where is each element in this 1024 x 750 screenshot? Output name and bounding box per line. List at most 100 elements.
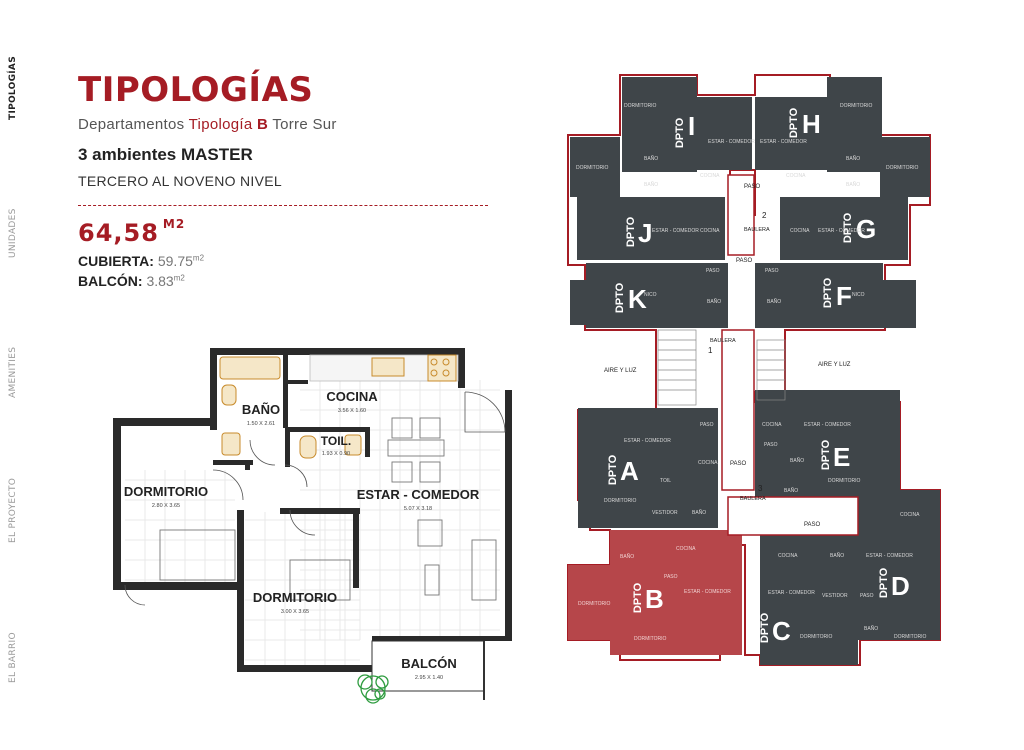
door-swings bbox=[124, 391, 506, 606]
dpto-d-letter: D bbox=[891, 571, 910, 601]
unit-k bbox=[586, 263, 728, 328]
unit-f-side bbox=[883, 280, 916, 328]
dpto-k-letter: K bbox=[628, 284, 647, 314]
dpto-h-prefix: DPTO bbox=[788, 107, 800, 138]
unit-i-block-1 bbox=[622, 77, 697, 172]
svg-text:DORMITORIO: DORMITORIO bbox=[634, 636, 667, 642]
unit-k-side bbox=[570, 280, 586, 325]
ambientes-heading: 3 ambientes MASTER bbox=[78, 145, 253, 164]
room-balcon-dims: 2.95 X 1.40 bbox=[415, 675, 443, 681]
svg-text:COCINA: COCINA bbox=[790, 228, 810, 234]
svg-text:BAÑO: BAÑO bbox=[790, 457, 804, 464]
total-area-unit: M2 bbox=[162, 217, 186, 231]
svg-text:PASO: PASO bbox=[700, 422, 714, 428]
svg-text:COCINA: COCINA bbox=[700, 173, 720, 179]
svg-text:ESTAR - COMEDOR: ESTAR - COMEDOR bbox=[866, 553, 913, 559]
unit-g bbox=[780, 197, 908, 260]
svg-text:BAÑO: BAÑO bbox=[864, 625, 878, 632]
svg-text:DORMITORIO: DORMITORIO bbox=[576, 165, 609, 171]
balcon-value: 3.83 bbox=[146, 273, 174, 289]
common-area-labels: PASO PASO PASO PASO AIRE Y LUZ AIRE Y LU… bbox=[604, 184, 851, 528]
svg-text:ESTAR - COMEDOR: ESTAR - COMEDOR bbox=[684, 589, 731, 595]
cubierta-area: CUBIERTA: 59.75m2 bbox=[78, 253, 204, 269]
svg-text:VESTIDOR: VESTIDOR bbox=[652, 510, 678, 516]
svg-text:BAULERA: BAULERA bbox=[740, 496, 766, 502]
dpto-i-letter: I bbox=[688, 111, 695, 141]
svg-text:TOIL: TOIL bbox=[660, 478, 671, 484]
room-dormitorio-2-label: DORMITORIO bbox=[253, 590, 337, 605]
unit-b-main bbox=[610, 530, 742, 655]
subtitle-suffix: Torre Sur bbox=[268, 116, 337, 133]
dpto-e-letter: E bbox=[833, 442, 850, 472]
svg-text:AIRE Y LUZ: AIRE Y LUZ bbox=[604, 368, 637, 374]
balcon-label: BALCÓN: bbox=[78, 273, 143, 289]
floor-room-labels: DORMITORIO DORMITORIO ESTAR - COMEDOR ES… bbox=[576, 103, 927, 640]
svg-text:PASO: PASO bbox=[736, 258, 753, 264]
svg-text:COCINA: COCINA bbox=[676, 546, 696, 552]
dpto-d-prefix: DPTO bbox=[878, 567, 890, 598]
svg-text:DORMITORIO: DORMITORIO bbox=[828, 478, 861, 484]
svg-text:DORMITORIO: DORMITORIO bbox=[624, 103, 657, 109]
unit-h-block-2 bbox=[827, 77, 882, 172]
dpto-f-prefix: DPTO bbox=[822, 277, 834, 308]
svg-text:VESTIDOR: VESTIDOR bbox=[822, 593, 848, 599]
subtitle-letter: B bbox=[256, 116, 269, 133]
svg-text:BAÑO: BAÑO bbox=[644, 181, 658, 188]
corridor bbox=[721, 174, 859, 536]
svg-text:ESTAR - COMEDOR: ESTAR - COMEDOR bbox=[768, 590, 815, 596]
svg-text:DORMITORIO: DORMITORIO bbox=[604, 498, 637, 504]
room-estar-comedor-dims: 5.07 X 3.18 bbox=[404, 506, 432, 512]
svg-text:DORMITORIO: DORMITORIO bbox=[800, 634, 833, 640]
svg-text:PASO: PASO bbox=[706, 268, 720, 274]
unit-h-block-1 bbox=[755, 97, 827, 170]
svg-text:PASO: PASO bbox=[764, 442, 778, 448]
svg-text:BAÑO: BAÑO bbox=[784, 487, 798, 494]
unit-b[interactable] bbox=[568, 530, 742, 655]
walls bbox=[113, 348, 512, 672]
svg-text:BAÑO: BAÑO bbox=[846, 181, 860, 188]
svg-text:DORMITORIO: DORMITORIO bbox=[840, 103, 873, 109]
subtitle-prefix: Departamentos bbox=[78, 116, 189, 133]
room-dormitorio-1-dims: 2.80 X 3.65 bbox=[152, 503, 180, 509]
room-labels: BAÑO 1.50 X 2.61 COCINA 3.56 X 1.60 TOIL… bbox=[124, 389, 480, 681]
dpto-c-letter: C bbox=[772, 616, 791, 646]
room-balcon-label: BALCÓN bbox=[401, 656, 457, 671]
svg-text:COCINA: COCINA bbox=[786, 173, 806, 179]
cubierta-unit: m2 bbox=[192, 253, 205, 263]
dpto-h-letter: H bbox=[802, 109, 821, 139]
balcon-unit: m2 bbox=[173, 273, 185, 283]
unit-h-dorm bbox=[880, 137, 930, 197]
dpto-i-prefix: DPTO bbox=[674, 117, 686, 148]
svg-text:BAULERA: BAULERA bbox=[710, 338, 736, 344]
unit-plan: BAÑO 1.50 X 2.61 COCINA 3.56 X 1.60 TOIL… bbox=[113, 348, 512, 704]
svg-text:COCINA: COCINA bbox=[698, 460, 718, 466]
svg-text:ESTAR - COMEDOR: ESTAR - COMEDOR bbox=[818, 228, 865, 234]
svg-text:ESTAR - COMEDOR: ESTAR - COMEDOR bbox=[708, 139, 755, 145]
dpto-a-letter: A bbox=[620, 456, 639, 486]
room-cocina-label: COCINA bbox=[326, 389, 378, 404]
unit-b-room-labels: BAÑO COCINA PASO ESTAR - COMEDOR DORMITO… bbox=[578, 546, 731, 642]
svg-text:COCINA: COCINA bbox=[762, 422, 782, 428]
svg-text:2: 2 bbox=[762, 211, 767, 220]
svg-text:ESTAR - COMEDOR: ESTAR - COMEDOR bbox=[760, 139, 807, 145]
svg-text:BAÑO: BAÑO bbox=[767, 298, 781, 305]
svg-text:DORMITORIO: DORMITORIO bbox=[578, 601, 611, 607]
unit-c bbox=[760, 535, 858, 665]
furniture bbox=[159, 417, 497, 601]
room-dormitorio-1-label: DORMITORIO bbox=[124, 484, 208, 499]
dpto-e-prefix: DPTO bbox=[820, 439, 832, 470]
svg-text:COCINA: COCINA bbox=[700, 228, 720, 234]
dpto-c-prefix: DPTO bbox=[759, 612, 771, 643]
svg-text:PASO: PASO bbox=[860, 593, 874, 599]
room-toil-dims: 1.93 X 0.90 bbox=[322, 451, 350, 457]
nivel-text: TERCERO AL NOVENO NIVEL bbox=[78, 173, 282, 189]
dpto-g-letter: G bbox=[856, 214, 876, 244]
room-dormitorio-2-dims: 3.00 X 3.65 bbox=[281, 609, 309, 615]
svg-text:BAÑO: BAÑO bbox=[846, 155, 860, 162]
unit-d bbox=[858, 490, 940, 640]
subtitle-accent: Tipología bbox=[188, 116, 257, 133]
svg-text:DORMITORIO: DORMITORIO bbox=[886, 165, 919, 171]
room-bano-label: BAÑO bbox=[242, 402, 280, 417]
dpto-j-prefix: DPTO bbox=[625, 216, 637, 247]
unit-i-block-2 bbox=[697, 97, 752, 170]
